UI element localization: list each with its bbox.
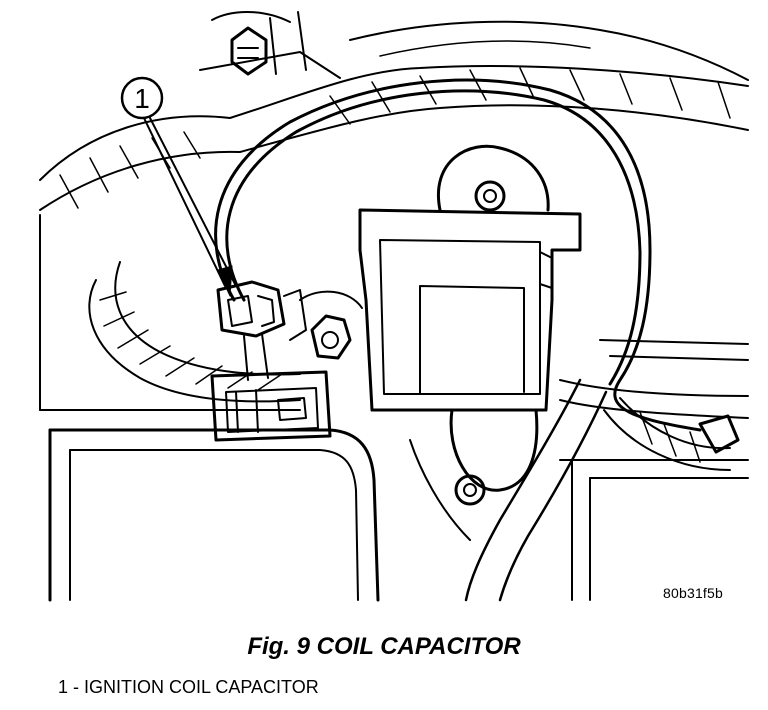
upper-harness bbox=[39, 20, 749, 211]
image-code: 80b31f5b bbox=[663, 585, 723, 601]
capacitor-wire bbox=[214, 78, 702, 432]
harness-connector bbox=[210, 370, 332, 442]
callout-leader bbox=[143, 117, 237, 297]
figure-caption: Fig. 9 COIL CAPACITOR bbox=[247, 633, 521, 660]
legend: 1 - IGNITION COIL CAPACITOR bbox=[58, 677, 319, 698]
ignition-coil bbox=[358, 144, 582, 506]
engine-compartment-illustration: 1 bbox=[39, 11, 749, 602]
legend-item: 1 - IGNITION COIL CAPACITOR bbox=[58, 677, 319, 697]
ignition-coil-capacitor bbox=[216, 280, 307, 381]
callout-1: 1 bbox=[120, 76, 164, 120]
callout-number: 1 bbox=[134, 83, 150, 114]
top-bolt bbox=[199, 11, 341, 79]
central-hose bbox=[464, 378, 608, 602]
left-harness bbox=[39, 214, 301, 411]
right-hoses bbox=[599, 339, 749, 471]
mounting-nut bbox=[299, 290, 363, 360]
lower-panel bbox=[48, 379, 749, 602]
